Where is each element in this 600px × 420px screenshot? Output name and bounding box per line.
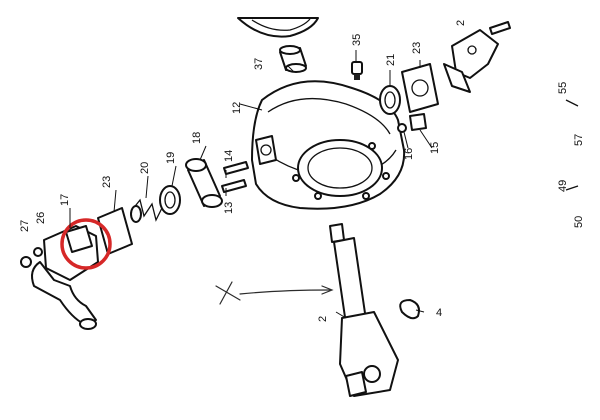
right-edge-fragments bbox=[565, 99, 579, 191]
part-16-washer bbox=[397, 123, 407, 133]
label-23-lower: 23 bbox=[101, 176, 113, 188]
part-13-stud bbox=[221, 179, 247, 193]
label-26: 26 bbox=[35, 212, 47, 224]
label-19: 19 bbox=[165, 152, 177, 164]
part-2-top-bracket bbox=[443, 21, 511, 93]
label-16: 16 bbox=[403, 148, 415, 160]
part-18-bearing bbox=[185, 158, 223, 208]
label-20: 20 bbox=[139, 162, 151, 174]
label-18: 18 bbox=[191, 132, 203, 144]
highlight-circle bbox=[60, 218, 112, 270]
part-17-boss bbox=[65, 225, 93, 253]
label-37: 37 bbox=[253, 58, 265, 70]
part-2-shaft bbox=[329, 223, 399, 397]
label-55: 55 bbox=[557, 82, 569, 94]
part-37-bush bbox=[279, 45, 307, 73]
pen-annotation bbox=[215, 281, 334, 305]
part-4-clip bbox=[399, 299, 420, 320]
label-17: 17 bbox=[59, 194, 71, 206]
label-27: 27 bbox=[19, 220, 31, 232]
part-21-seal bbox=[379, 85, 401, 115]
label-50: 50 bbox=[573, 216, 585, 228]
part-35-screw bbox=[351, 61, 363, 80]
leader-lines bbox=[69, 50, 433, 319]
label-35: 35 bbox=[351, 34, 363, 46]
part-20-spring bbox=[130, 198, 163, 223]
part-27-nut bbox=[20, 256, 32, 268]
label-4: 4 bbox=[436, 307, 442, 319]
label-23-upper: 23 bbox=[411, 42, 423, 54]
part-labels: 12 37 35 21 23 2 18 19 20 23 17 26 27 14… bbox=[19, 20, 585, 322]
part-23-gasket-upper bbox=[401, 63, 439, 113]
part-17-arm bbox=[31, 225, 99, 330]
part-12-housing bbox=[251, 80, 406, 210]
label-14: 14 bbox=[223, 150, 235, 162]
label-21: 21 bbox=[385, 54, 397, 66]
label-13: 13 bbox=[223, 202, 235, 214]
part-23-gasket-lower bbox=[97, 207, 133, 255]
part-26-washer bbox=[33, 247, 43, 257]
label-15: 15 bbox=[429, 142, 441, 154]
part-15-plug bbox=[409, 113, 427, 131]
part-14-stud bbox=[223, 161, 249, 175]
label-57: 57 bbox=[573, 134, 585, 146]
label-49: 49 bbox=[557, 180, 569, 192]
part-19-ring bbox=[159, 185, 181, 215]
label-12: 12 bbox=[231, 102, 243, 114]
label-2-top: 2 bbox=[455, 20, 467, 26]
top-flange-fragment bbox=[237, 17, 319, 38]
label-2: 2 bbox=[317, 316, 329, 322]
